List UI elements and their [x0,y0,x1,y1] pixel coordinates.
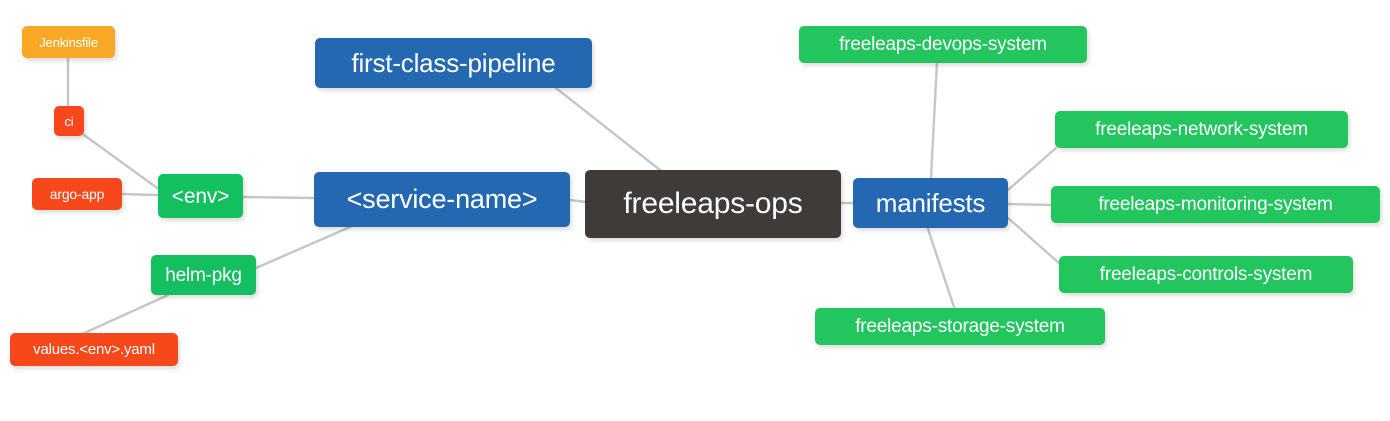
edge-manifests-storagesystem [926,227,957,312]
edge-argoapp-env [120,192,160,197]
edge-manifests-devopssystem [929,60,939,180]
edge-firstclasspipeline-root [554,86,662,172]
node-env[interactable]: <env> [158,174,243,218]
edge-manifests-networksystem [1006,146,1058,192]
node-freeleaps-ops[interactable]: freeleaps-ops [585,170,841,238]
edge-servicename-root [568,198,588,204]
node-freeleaps-devops-system[interactable]: freeleaps-devops-system [799,26,1087,63]
edge-servicename-helmpkg [254,218,368,270]
node-first-class-pipeline[interactable]: first-class-pipeline [315,38,592,88]
node-values-yaml[interactable]: values.<env>.yaml [10,333,178,366]
edge-env-servicename [241,195,316,200]
edge-manifests-controlssystem [1006,216,1062,266]
edge-helmpkg-valuesyaml [78,293,170,337]
node-helm-pkg[interactable]: helm-pkg [151,255,256,295]
edge-manifests-monitoringsystem [1006,202,1054,207]
node-manifests[interactable]: manifests [853,178,1008,228]
node-argo-app[interactable]: argo-app [32,178,122,210]
node-freeleaps-network-system[interactable]: freeleaps-network-system [1055,111,1348,148]
node-service-name[interactable]: <service-name> [314,172,570,227]
node-freeleaps-storage-system[interactable]: freeleaps-storage-system [815,308,1105,345]
node-ci[interactable]: ci [54,106,84,136]
node-jenkinsfile[interactable]: Jenkinsfile [22,26,115,58]
node-freeleaps-monitoring-system[interactable]: freeleaps-monitoring-system [1051,186,1380,223]
node-freeleaps-controls-system[interactable]: freeleaps-controls-system [1059,256,1353,293]
